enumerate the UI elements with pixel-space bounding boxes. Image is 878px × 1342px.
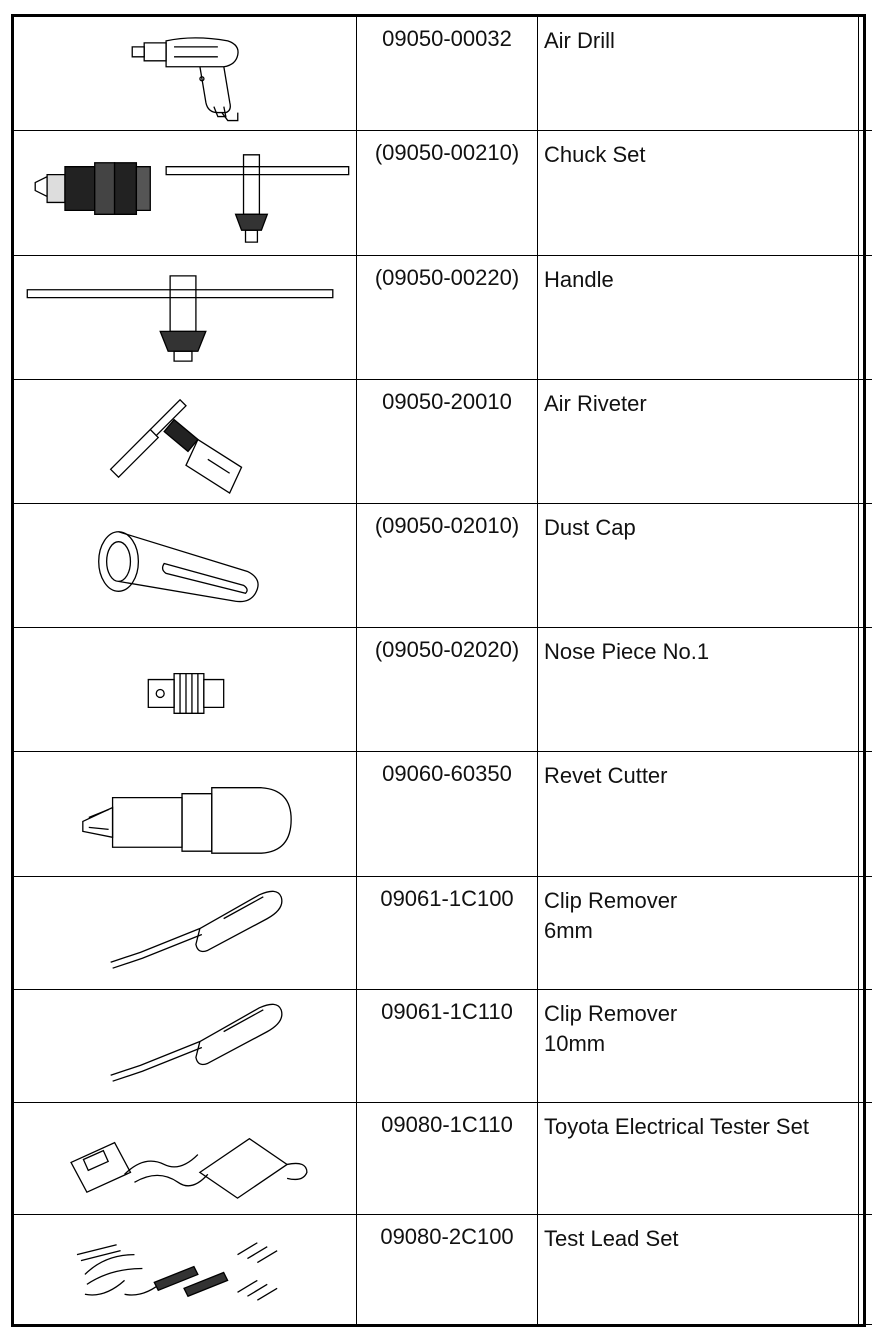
tool-image-cell: [14, 988, 357, 1103]
electrical-tester-icon: [14, 1103, 356, 1214]
tool-name: Air Drill: [537, 17, 859, 131]
clip-remover-icon: [14, 990, 356, 1102]
blank-cell: [858, 626, 872, 752]
tool-table-frame: 09050-00032 Air Drill (09050-00210) Chuc…: [11, 14, 872, 1327]
part-number: (09050-00210): [356, 129, 538, 256]
tool-image-cell: [14, 626, 357, 752]
air-riveter-icon: [14, 380, 356, 503]
tool-image-cell: [14, 1213, 357, 1325]
tool-name-line2: 6mm: [544, 917, 593, 943]
table-row: 09060-60350 Revet Cutter: [14, 750, 872, 877]
tool-name-line1: Air Riveter: [544, 390, 647, 416]
blank-cell: [858, 750, 872, 877]
tool-image-cell: [14, 254, 357, 380]
table-row: 09080-2C100 Test Lead Set: [14, 1213, 872, 1325]
tool-name: Nose Piece No.1: [537, 626, 859, 752]
tool-name: Clip Remover 10mm: [537, 988, 859, 1103]
table-row: 09080-1C110 Toyota Electrical Tester Set: [14, 1101, 872, 1215]
blank-cell: [858, 875, 872, 990]
table-row: (09050-00210) Chuck Set: [14, 129, 872, 256]
tool-name-line1: Revet Cutter: [544, 762, 668, 788]
blank-cell: [858, 254, 872, 380]
blank-cell: [858, 17, 872, 131]
tool-name-line1: Nose Piece No.1: [544, 638, 710, 664]
part-number: 09080-2C100: [356, 1213, 538, 1325]
part-number: 09061-1C100: [356, 875, 538, 990]
part-number: 09050-20010: [356, 378, 538, 504]
air-drill-icon: [14, 17, 356, 130]
tool-name-line1: Clip Remover: [544, 887, 678, 913]
part-number: (09050-00220): [356, 254, 538, 380]
blank-cell: [858, 1213, 872, 1325]
tool-image-cell: [14, 1101, 357, 1215]
tool-name: Clip Remover 6mm: [537, 875, 859, 990]
tool-name: Chuck Set: [537, 129, 859, 256]
nose-piece-icon: [14, 628, 356, 751]
tool-image-cell: [14, 378, 357, 504]
tool-name-line1: Toyota Electrical Tester Set: [544, 1113, 809, 1139]
rivet-cutter-icon: [14, 752, 356, 876]
tool-name: Toyota Electrical Tester Set: [537, 1101, 859, 1215]
part-number: 09050-00032: [356, 17, 538, 131]
tool-image-cell: [14, 502, 357, 628]
table-row: (09050-02010) Dust Cap: [14, 502, 872, 628]
part-number: 09061-1C110: [356, 988, 538, 1103]
part-number: (09050-02010): [356, 502, 538, 628]
tool-name: Test Lead Set: [537, 1213, 859, 1325]
blank-cell: [858, 502, 872, 628]
tool-name-line1: Chuck Set: [544, 141, 646, 167]
part-number: (09050-02020): [356, 626, 538, 752]
part-number: 09060-60350: [356, 750, 538, 877]
tool-name-line1: Dust Cap: [544, 514, 636, 540]
tool-name: Revet Cutter: [537, 750, 859, 877]
tool-image-cell: [14, 17, 357, 131]
tool-name-line1: Air Drill: [544, 28, 615, 53]
tool-name-line2: 10mm: [544, 1030, 606, 1056]
chuck-key-handle-icon: [14, 256, 356, 379]
table-row: 09050-00032 Air Drill: [14, 17, 872, 131]
table-row: 09061-1C100 Clip Remover 6mm: [14, 875, 872, 990]
tool-image-cell: [14, 129, 357, 256]
blank-cell: [858, 378, 872, 504]
blank-cell: [858, 129, 872, 256]
part-number: 09080-1C110: [356, 1101, 538, 1215]
table-row: (09050-02020) Nose Piece No.1: [14, 626, 872, 752]
tool-image-cell: [14, 875, 357, 990]
tool-name: Dust Cap: [537, 502, 859, 628]
clip-remover-icon: [14, 877, 356, 989]
blank-cell: [858, 988, 872, 1103]
table-row: 09050-20010 Air Riveter: [14, 378, 872, 504]
blank-cell: [858, 1101, 872, 1215]
tool-name-line1: Test Lead Set: [544, 1225, 679, 1251]
tool-table: 09050-00032 Air Drill (09050-00210) Chuc…: [14, 17, 872, 1325]
tool-name-line1: Handle: [544, 266, 614, 292]
table-row: (09050-00220) Handle: [14, 254, 872, 380]
tool-name-line1: Clip Remover: [544, 1000, 678, 1026]
table-row: 09061-1C110 Clip Remover 10mm: [14, 988, 872, 1103]
chuck-set-icon: [14, 131, 356, 255]
dust-cap-icon: [14, 504, 356, 627]
tool-name: Air Riveter: [537, 378, 859, 504]
tool-name: Handle: [537, 254, 859, 380]
tool-image-cell: [14, 750, 357, 877]
test-lead-set-icon: [14, 1215, 356, 1324]
